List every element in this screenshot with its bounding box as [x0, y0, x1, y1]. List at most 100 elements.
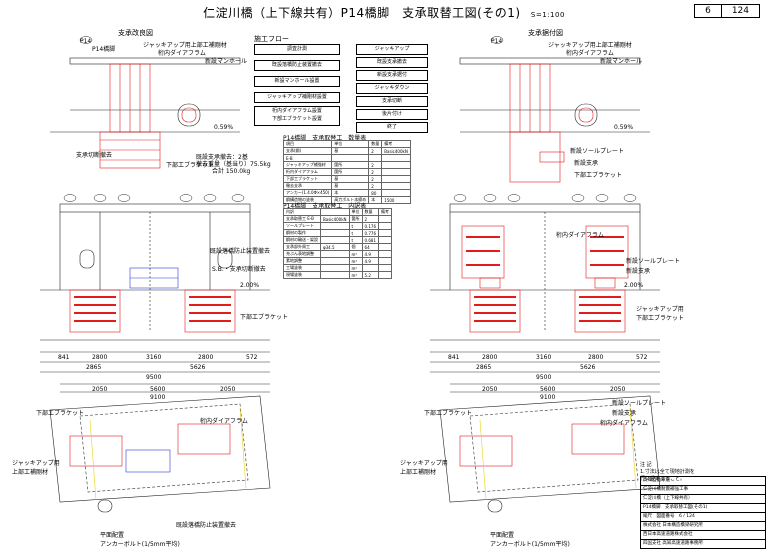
bolt-row [74, 320, 116, 322]
flow-step-7: 既設支承撤去 [356, 57, 428, 68]
manhole-elev-left-2 [217, 249, 233, 269]
dim-label: 5626 [190, 364, 206, 371]
bolt-row [579, 320, 621, 322]
jack-stiffener-label-right: ジャッキアップ用上部工補剛材 [548, 42, 632, 49]
bracket-label-right: 下部工ブラケット [574, 172, 623, 179]
grid-bubble [63, 194, 77, 202]
dim-label: 2050 [220, 386, 236, 393]
bolt-row [189, 304, 231, 306]
dim-label: 2800 [482, 354, 498, 361]
grid-bubble [571, 194, 585, 202]
dim-label: 9500 [536, 374, 552, 381]
bracket-elev-right-2 [574, 289, 626, 333]
grid-bubbles [63, 36, 637, 202]
manhole-elev-left-1 [79, 249, 95, 269]
fall-prevention-label-plan: 既設落橋防止装置撤去 [176, 522, 237, 529]
sole-plate-right [539, 151, 565, 163]
table-cell: 本 [368, 196, 383, 204]
diaphragm-label-plan-right: 桁内ダイアフラム [600, 420, 648, 427]
dim-label: 9500 [146, 374, 162, 381]
manhole-right-inner [578, 107, 594, 123]
existing-weight-label: 撤去重量（基当り）75.5kg [196, 161, 271, 168]
dim-label: 9100 [540, 394, 556, 401]
grid-bubble [117, 194, 131, 202]
dim-label: 2050 [92, 386, 108, 393]
dim-label: 3160 [536, 354, 552, 361]
title-block-row: P14橋脚 支承取替工図(その1) [641, 503, 765, 512]
flow-step-9: ジャッキダウン [356, 83, 428, 94]
dim-label: 2865 [476, 364, 492, 371]
manhole-label-right: 新設マンホール [600, 58, 643, 65]
slope-label-mid: 2.00% [240, 282, 260, 289]
bolt-row [590, 264, 624, 266]
page-total: 124 [720, 5, 759, 17]
plan-yellow-right-1 [479, 419, 487, 501]
bolt-row [579, 312, 621, 314]
sb-label: S.B.・支承切断撤去 [212, 266, 266, 273]
grid-bubble [79, 36, 93, 44]
sole-plate-label-mid: 新設ソールプレート [626, 258, 681, 265]
new-bearing-label-mid: 新設支承 [626, 268, 651, 275]
diaphragm-label-mid: 桁内ダイアフラム [556, 232, 604, 239]
plan-bracket-left-2 [177, 423, 231, 455]
new-bearing-label-plan: 新設支承 [612, 410, 637, 417]
dim-label: 2800 [588, 354, 604, 361]
plan-bracket-left-1 [69, 435, 123, 467]
manhole-label-left: 新設マンホール [205, 58, 248, 65]
bolt-row [579, 296, 621, 298]
table1-title: P14橋脚 支承取替工 数量表 [283, 135, 367, 142]
bracket-elev-left-1 [69, 289, 121, 333]
bracket-label-plan: 下部工ブラケット [36, 410, 85, 417]
jack-beam-label: ジャッキアップ用 下部工ブラケット [636, 306, 685, 322]
bolt-row [74, 304, 116, 306]
dim-label: 572 [636, 354, 648, 361]
diaphragm-label-plan: 桁内ダイアフラム [200, 418, 248, 425]
plan-fall-prevention-left [125, 449, 171, 473]
dim-label: 841 [448, 354, 460, 361]
bracket-label-plan-right: 下部工ブラケット [424, 410, 473, 417]
title-block-row: 高知自動車道 [643, 478, 670, 483]
flow-step-2: 既設落橋防止装置撤去 [254, 60, 340, 71]
jack-stiffener-label-plan-right: ジャッキアップ用 上部工補剛材 [400, 460, 448, 476]
slope-label-mid-right: 2.00% [624, 282, 644, 289]
bracket-label-mid: 下部工ブラケット [240, 314, 289, 321]
title-text: 仁淀川橋（上下線共有）P14橋脚 支承取替工図(その1) [203, 6, 521, 20]
diaphragm-label-left: 桁内ダイアフラム [158, 50, 206, 57]
plan-inner-left [79, 403, 249, 493]
left-section-title: 支承改良図 [118, 29, 153, 37]
flow-step-11: 後片付け [356, 109, 428, 120]
table-cell: 1500 [381, 196, 411, 204]
dim-label: 2050 [482, 386, 498, 393]
plan-yellow-right-2 [629, 407, 637, 489]
dim-label: 2865 [86, 364, 102, 371]
grid-bubble [595, 194, 609, 202]
bolt-row [474, 312, 516, 314]
grid-bubble [179, 194, 193, 202]
scale-text: S=1:100 [530, 11, 565, 19]
grid-bubble [453, 194, 467, 202]
existing-total-label: 合計 150.0kg [212, 168, 251, 175]
flow-step-4: ジャッキアップ補剛材設置 [254, 92, 340, 103]
bolt-row [466, 250, 500, 252]
bolt-row [189, 296, 231, 298]
manhole-left [177, 103, 201, 127]
plan-outline-right [439, 395, 661, 503]
flow-step-10: 支承切断 [356, 96, 428, 107]
bolt-row [590, 236, 624, 238]
bracket-elev-right-1 [469, 289, 521, 333]
grid-bubble [490, 36, 504, 44]
bolt-row [74, 312, 116, 314]
notes-heading: 注 記 [640, 462, 652, 468]
dim-label: 5600 [540, 386, 556, 393]
dim-label: 5626 [580, 364, 596, 371]
title-block-row: 縮尺 図面番号 6 / 124 [641, 512, 765, 521]
deck-left [59, 203, 251, 213]
dim-label: 2050 [610, 386, 626, 393]
p14-label: P14橋脚 [92, 46, 116, 53]
deck-right [449, 203, 641, 213]
grid-bubble [483, 194, 497, 202]
